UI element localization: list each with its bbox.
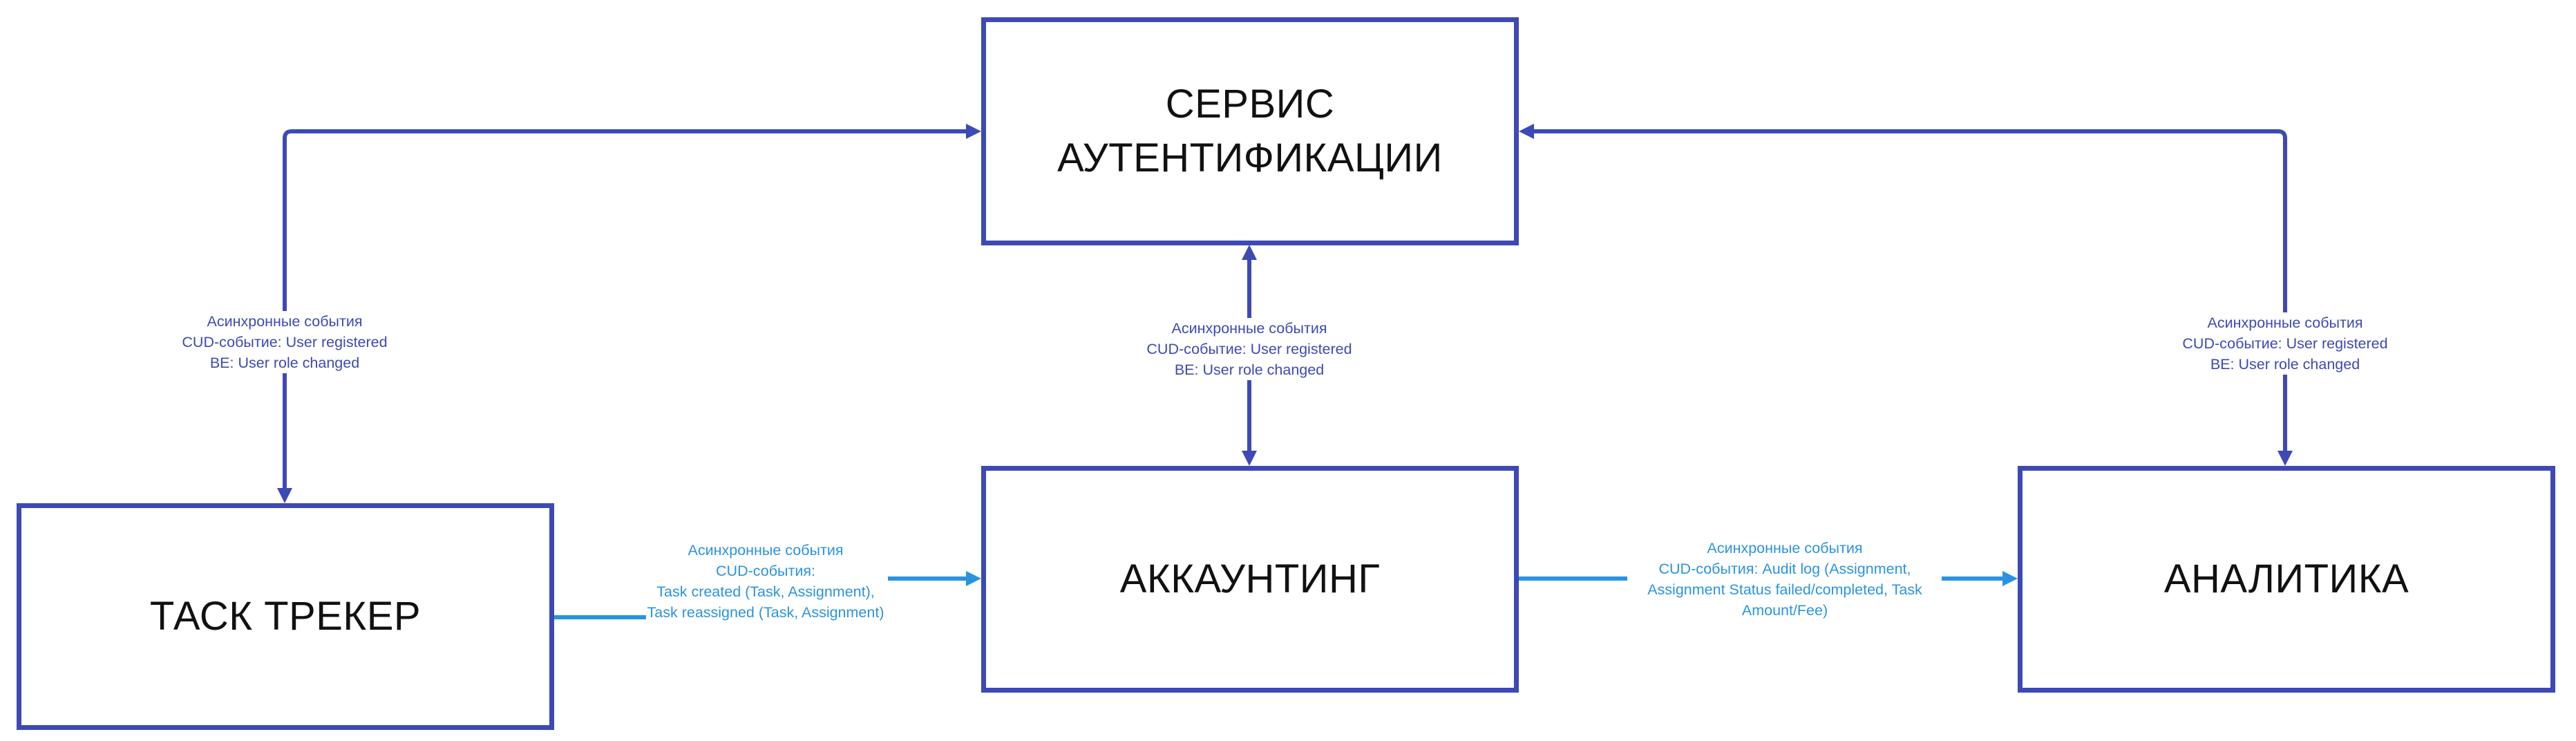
- edge-label-accounting-analytics: Асинхронные события CUD-события: Audit l…: [1647, 538, 1922, 621]
- node-analytics[interactable]: АНАЛИТИКА: [2018, 466, 2555, 693]
- node-accounting[interactable]: АККАУНТИНГ: [981, 466, 1519, 693]
- arrowhead-auth-bottom-icon: [1242, 245, 1257, 260]
- node-auth-service[interactable]: СЕРВИС АУТЕНТИФИКАЦИИ: [981, 17, 1519, 245]
- arrowhead-accounting-left-icon: [966, 571, 981, 586]
- edge-label-line: Асинхронные события: [2207, 315, 2363, 331]
- edge-label-line: CUD-событие: User registered: [1146, 341, 1352, 357]
- node-task-tracker-title: ТАСК ТРЕКЕР: [149, 594, 422, 639]
- edge-label-line: Асинхронные события: [1171, 320, 1327, 337]
- edge-auth-analytics: [1527, 129, 2287, 460]
- edge-label-line: Асинхронные события: [1707, 540, 1863, 556]
- edge-label-line: BE: User role changed: [1174, 362, 1325, 378]
- edge-label-auth-accounting: Асинхронные события CUD-событие: User re…: [1146, 318, 1352, 380]
- edge-task-tracker-accounting: [554, 576, 971, 619]
- arrowhead-auth-right-icon: [1519, 124, 1534, 139]
- edge-label-line: CUD-событие: User registered: [182, 334, 388, 350]
- node-task-tracker[interactable]: ТАСК ТРЕКЕР: [17, 503, 554, 730]
- edge-label-line: CUD-событие: User registered: [2182, 335, 2388, 352]
- edge-label-task-tracker-accounting: Асинхронные события CUD-события: Task cr…: [647, 540, 884, 623]
- arrowhead-task-tracker-icon: [277, 488, 292, 503]
- arrowhead-accounting-top-icon: [1242, 451, 1257, 466]
- edge-label-line: BE: User role changed: [209, 355, 360, 371]
- edge-label-line: Assignment Status failed/completed, Task: [1647, 581, 1922, 598]
- edge-label-line: Task reassigned (Task, Assignment): [647, 604, 884, 621]
- node-analytics-title: АНАЛИТИКА: [2163, 556, 2409, 601]
- edge-label-line: CUD-события:: [716, 563, 815, 579]
- edge-label-line: Асинхронные события: [207, 313, 363, 330]
- arrowhead-analytics-left-icon: [2002, 571, 2018, 586]
- edge-label-line: Amount/Fee): [1741, 602, 1828, 619]
- node-auth-service-title: СЕРВИС АУТЕНТИФИКАЦИИ: [1057, 82, 1443, 180]
- edge-label-line: Асинхронные события: [688, 542, 844, 559]
- edge-auth-task-tracker: [283, 129, 971, 498]
- edge-label-auth-analytics: Асинхронные события CUD-событие: User re…: [2182, 312, 2388, 375]
- edge-label-line: BE: User role changed: [2210, 356, 2360, 373]
- edge-label-auth-task-tracker: Асинхронные события CUD-событие: User re…: [182, 311, 388, 373]
- arrowhead-analytics-top-icon: [2277, 451, 2293, 466]
- edge-label-line: CUD-события: Audit log (Assignment,: [1658, 561, 1911, 577]
- node-accounting-title: АККАУНТИНГ: [1119, 556, 1381, 601]
- edge-label-line: Task created (Task, Assignment),: [656, 583, 875, 600]
- arrowhead-auth-left-icon: [966, 124, 981, 139]
